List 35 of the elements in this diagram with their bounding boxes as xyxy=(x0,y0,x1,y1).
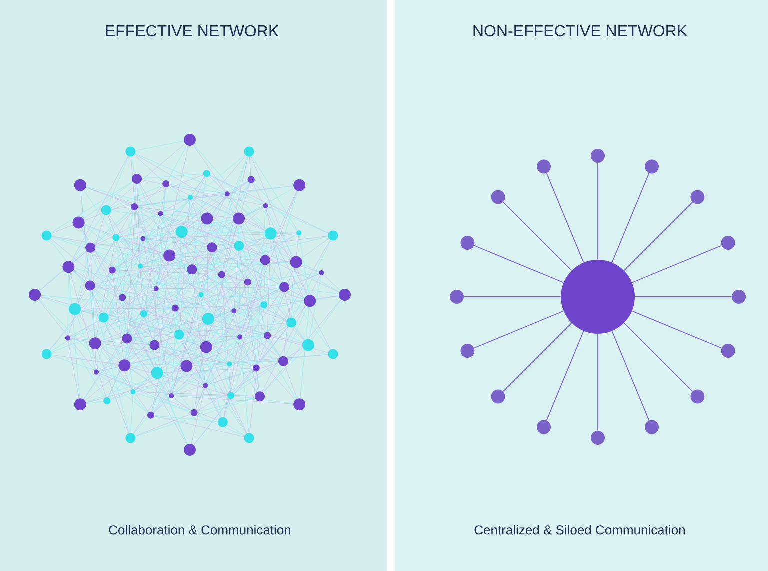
section-title: EFFECTIVE NETWORK xyxy=(106,25,279,37)
node-circle xyxy=(690,390,705,404)
hub-circle xyxy=(561,260,635,334)
node-circle xyxy=(690,190,705,204)
spoke-line xyxy=(502,322,572,392)
spoke-line xyxy=(624,202,694,272)
caption: Collaboration & Communication xyxy=(109,525,291,535)
caption: Centralized & Siloed Communication xyxy=(474,525,685,535)
node-circle xyxy=(450,290,464,304)
spoke-line xyxy=(624,322,694,392)
spoke-line xyxy=(464,296,562,298)
node-circle xyxy=(591,149,605,163)
node-circle xyxy=(591,431,605,445)
spoke-line xyxy=(612,330,650,422)
section-title: NON-EFFECTIVE NETWORK xyxy=(474,25,688,37)
node-circle xyxy=(460,344,475,358)
spoke-line xyxy=(474,310,564,349)
node-circle xyxy=(721,344,736,358)
node-circle xyxy=(645,420,659,434)
spoke-line xyxy=(632,310,722,349)
spoke-line xyxy=(502,202,572,272)
node-circle xyxy=(491,190,506,204)
spoke-line xyxy=(632,245,722,284)
spoke-line xyxy=(612,172,650,264)
spoke-line xyxy=(634,296,732,298)
spoke-line xyxy=(474,245,564,284)
node-circle xyxy=(491,390,506,404)
node-circle xyxy=(460,236,475,250)
node-circle xyxy=(645,160,659,174)
node-circle xyxy=(721,236,736,250)
node-circle xyxy=(537,420,551,434)
node-circle xyxy=(537,160,551,174)
node-circle xyxy=(732,290,746,304)
spoke-line xyxy=(546,172,584,264)
spoke-line xyxy=(546,330,584,422)
